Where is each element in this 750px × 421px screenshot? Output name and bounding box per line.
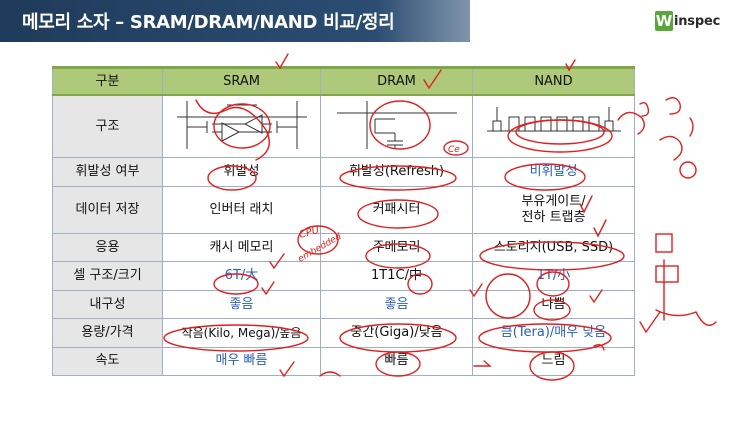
row-label: 데이터 저장 xyxy=(52,185,163,235)
nand-cell-line: 전하 트랩층 xyxy=(521,209,586,225)
sram-cell: 캐시 메모리 xyxy=(162,233,321,263)
nand-cell: 느림 xyxy=(472,346,635,377)
table-row: 속도 매우 빠름 빠름 느림 xyxy=(52,346,635,377)
dram-cell: 주메모리 xyxy=(320,233,473,263)
sram-cell: 6T/大 xyxy=(162,261,321,291)
nand-cell: 큼(Tera)/매우 낮음 xyxy=(472,318,635,348)
table-row: 데이터 저장 인버터 래치 커패시터 부유게이트/ 전하 트랩층 xyxy=(52,185,635,235)
header-category: 구분 xyxy=(52,65,163,96)
page-title: 메모리 소자 – SRAM/DRAM/NAND 비교/정리 xyxy=(22,12,395,33)
header-dram: DRAM xyxy=(320,65,473,96)
dram-cell: 1T1C/中 xyxy=(320,261,473,291)
checkmark-icon xyxy=(639,311,661,334)
logo-mark-icon: W xyxy=(655,11,673,31)
scribble-mark xyxy=(665,97,681,115)
dram-cell: 휘발성(Refresh) xyxy=(320,157,473,187)
scribble-mark xyxy=(639,101,650,117)
dram-cell: 커패시터 xyxy=(320,185,473,235)
row-label: 용량/가격 xyxy=(52,318,163,348)
nand-string-diagram xyxy=(486,107,621,132)
title-bar: 메모리 소자 – SRAM/DRAM/NAND 비교/정리 W inspec xyxy=(0,0,750,42)
table-row: 구조 xyxy=(52,94,635,159)
nand-structure-cell xyxy=(472,94,635,159)
scribble-mark xyxy=(655,309,717,326)
sram-cell: 작음(Kilo, Mega)/높음 xyxy=(162,318,321,348)
table-row: 휘발성 여부 휘발성 휘발성(Refresh) 비휘발성 xyxy=(52,157,635,187)
nand-cell: 스토리지(USB, SSD) xyxy=(472,233,635,263)
logo-text: inspec xyxy=(674,13,721,29)
row-label: 휘발성 여부 xyxy=(52,157,163,187)
dram-circuit-diagram xyxy=(336,101,457,150)
nand-cell: 부유게이트/ 전하 트랩층 xyxy=(472,185,635,235)
nand-cell: 나쁨 xyxy=(472,289,635,320)
comparison-table: 구분 SRAM DRAM NAND 구조 xyxy=(52,65,635,377)
scribble-mark xyxy=(689,117,694,137)
box-mark xyxy=(655,233,673,253)
row-label: 구조 xyxy=(52,94,163,159)
header-nand: NAND xyxy=(472,65,635,96)
row-label: 셀 구조/크기 xyxy=(52,261,163,291)
nand-cell: 1T/小 xyxy=(472,261,635,291)
sram-circuit-diagram xyxy=(176,101,307,150)
winspec-logo: W inspec xyxy=(655,8,745,34)
dram-cell: 중간(Giga)/낮음 xyxy=(320,318,473,348)
header-sram: SRAM xyxy=(162,65,321,96)
table-row: 용량/가격 작음(Kilo, Mega)/높음 중간(Giga)/낮음 큼(Te… xyxy=(52,318,635,348)
nand-cell-line: 부유게이트/ xyxy=(521,194,586,210)
nand-cell: 비휘발성 xyxy=(472,157,635,187)
sram-cell: 매우 빠름 xyxy=(162,346,321,377)
sram-cell: 인버터 래치 xyxy=(162,185,321,235)
sram-structure-cell xyxy=(162,94,321,159)
table-row: 내구성 좋음 좋음 나쁨 xyxy=(52,289,635,320)
box-mark xyxy=(655,265,679,283)
dram-cell: 좋음 xyxy=(320,289,473,320)
row-label: 응용 xyxy=(52,233,163,263)
table-row: 응용 캐시 메모리 주메모리 스토리지(USB, SSD) xyxy=(52,233,635,263)
title-background xyxy=(0,0,470,42)
sram-cell: 휘발성 xyxy=(162,157,321,187)
sram-cell: 좋음 xyxy=(162,289,321,320)
row-label: 내구성 xyxy=(52,289,163,320)
dram-cell: 빠름 xyxy=(320,346,473,377)
scribble-mark xyxy=(659,135,683,161)
dram-structure-cell xyxy=(320,94,473,159)
table-row: 셀 구조/크기 6T/大 1T1C/中 1T/小 xyxy=(52,261,635,291)
circle-mark xyxy=(679,161,697,179)
row-label: 속도 xyxy=(52,346,163,377)
